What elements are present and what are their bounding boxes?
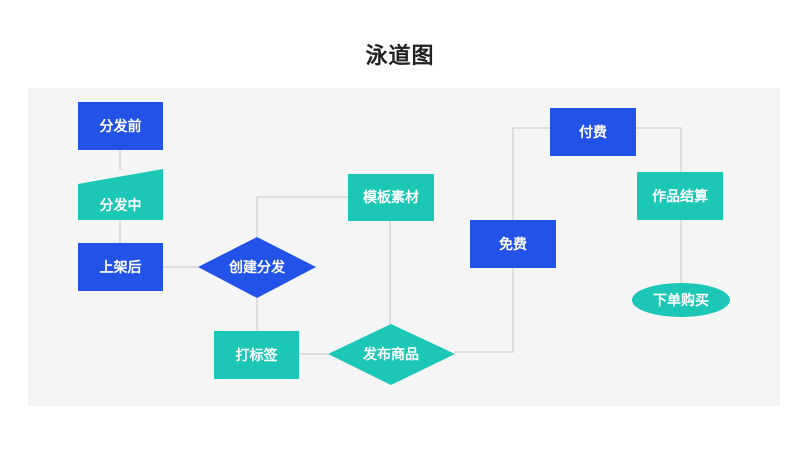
node-tag-sign: 打标签 [214,331,299,379]
node-during-distribution: 分发中 [78,169,163,220]
terminator-ellipse [632,283,730,317]
process-box [348,174,434,221]
process-box [78,243,163,291]
connector-paid-to-settlement [636,127,682,172]
node-label: 分发前 [100,118,142,135]
page-title: 泳道图 [365,44,435,69]
process-box [214,331,299,379]
decision-diamond [198,237,316,298]
process-box [550,108,636,156]
node-listed: 上架后 [78,243,163,291]
decision-diamond [328,324,455,385]
node-paid: 付费 [550,108,636,156]
connectors [119,127,682,355]
node-create-distribution: 创建分发 [198,237,316,298]
node-place-order: 下单购买 [632,283,730,317]
connector-free-to-paid [512,127,550,220]
node-label: 打标签 [236,347,279,364]
node-label: 上架后 [100,259,142,276]
node-label: 下单购买 [653,292,709,309]
node-label: 付费 [579,124,607,141]
connector-create-to-template [256,196,348,237]
process-box [78,102,163,150]
node-label: 作品结算 [652,188,708,205]
node-template-material: 模板素材 [348,174,434,221]
node-publish-product: 发布商品 [328,324,455,385]
node-label: 分发中 [100,197,142,214]
node-free: 免费 [470,220,556,268]
manual-input-shape [78,169,163,220]
node-label: 免费 [499,236,527,253]
node-before-distribution: 分发前 [78,102,163,150]
node-label: 模板素材 [363,189,419,206]
connector-publish-to-free [455,268,514,353]
node-work-settlement: 作品结算 [637,172,723,220]
process-box [470,220,556,268]
node-label: 创建分发 [228,259,286,276]
process-box [637,172,723,220]
node-label: 发布商品 [362,346,419,363]
